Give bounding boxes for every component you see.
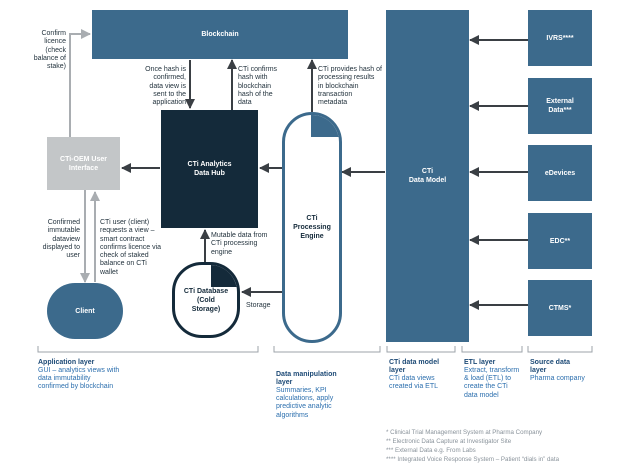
layer-data-manipulation-desc: Summaries, KPI calculations, apply predi… [276,387,334,419]
layer-data-manipulation: Data manipulation layer Summaries, KPI c… [276,371,376,420]
layer-etl: ETL layer Extract, transform & load (ETL… [464,359,526,400]
source-edc: EDC** [528,213,592,269]
oem-interface-node: CTi-OEM User Interface [47,137,120,190]
engine-corner-tab [311,115,339,137]
annotation-user-requests: CTi user (client) requests a view – smar… [100,219,162,276]
bracket-data-manipulation [273,346,381,353]
layer-source: Source data layer Pharma company [530,359,600,383]
analytics-hub-label: CTi Analytics Data Hub [187,161,232,177]
annotation-hash-confirmed: Once hash is confirmed, data view is sen… [145,66,186,107]
layer-etl-desc: Extract, transform & load (ETL) to creat… [464,367,520,399]
footnote-external: *** External Data e.g. From Labs [386,447,476,454]
layer-application-title: Application layer [38,359,95,366]
blockchain-label: Blockchain [201,31,239,38]
processing-engine-node: CTi Processing Engine [282,112,342,343]
source-ivrs: IVRS**** [528,10,592,66]
layer-data-manipulation-title: Data manipulation layer [276,371,337,386]
arrow-oem-to-blockchain [69,29,91,137]
blockchain-node: Blockchain [92,10,348,59]
annotation-confirmed-immutable: Confirmed immutable dataview displayed t… [42,219,80,260]
bracket-etl [461,346,523,353]
data-model-label: CTi Data Model [408,168,447,184]
client-label: Client [75,307,95,315]
layer-data-model-desc: CTi data views created via ETL [389,375,439,391]
layer-etl-title: ETL layer [464,359,496,366]
layer-application-desc: GUI – analytics views with data immutabi… [38,367,120,391]
data-model-node: CTi Data Model [386,10,469,342]
layer-data-model-title: CTi data model layer [389,359,440,374]
annotation-cti-confirms: CTi confirms hash with blockchain hash o… [238,66,278,107]
bracket-application [37,346,259,353]
source-edc-label: EDC** [549,237,571,245]
database-corner-tab [211,265,237,287]
annotation-confirm-licence: Confirm licence (check balance of stake) [33,30,66,71]
source-ctms: CTMS* [528,280,592,336]
layer-application: Application layer GUI – analytics views … [38,359,188,392]
analytics-hub-node: CTi Analytics Data Hub [161,110,258,228]
client-node: Client [47,283,123,339]
source-ctms-label: CTMS* [548,304,572,312]
bracket-data-model [386,346,456,353]
layer-data-model: CTi data model layer CTi data views crea… [389,359,459,391]
database-node: CTi Database (Cold Storage) [172,262,240,338]
footnote-edc: ** Electronic Data Capture at Investigat… [386,438,512,445]
source-external-label: External Data*** [546,98,574,114]
oem-interface-label: CTi-OEM User Interface [60,155,107,172]
footnote-ctms: * Clinical Trial Management System at Ph… [386,429,543,436]
source-edevices: eDevices [528,145,592,201]
bracket-source [527,346,593,353]
database-label: CTi Database (Cold Storage) [183,287,229,313]
processing-engine-label: CTi Processing Engine [293,215,331,240]
source-ivrs-label: IVRS**** [546,34,574,42]
annotation-mutable-data: Mutable data from CTi processing engine [211,232,268,256]
source-external-data: External Data*** [528,78,592,134]
annotation-cti-provides: CTi provides hash of processing results … [318,66,382,107]
annotation-storage: Storage [246,302,271,309]
source-edevices-label: eDevices [544,169,576,177]
layer-source-desc: Pharma company [530,375,585,382]
footnote-ivrs: **** Integrated Voice Response System – … [386,456,560,463]
layer-source-title: Source data layer [530,359,571,374]
